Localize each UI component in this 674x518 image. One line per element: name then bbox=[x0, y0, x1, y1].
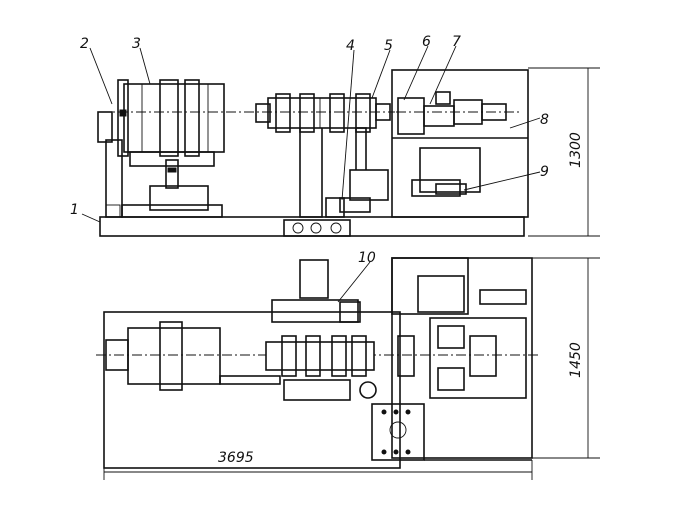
callout-2: 2 bbox=[80, 36, 89, 52]
dimension-height: 1300 bbox=[568, 132, 584, 168]
plan-view bbox=[96, 257, 540, 469]
drum-motor bbox=[117, 79, 225, 157]
callout-7: 7 bbox=[452, 34, 461, 50]
dimension-length: 3695 bbox=[218, 450, 254, 466]
plan-base bbox=[103, 311, 401, 469]
callout-5: 5 bbox=[384, 38, 393, 54]
callout-8: 8 bbox=[540, 112, 549, 128]
callout-9: 9 bbox=[540, 164, 549, 180]
control-cabinet bbox=[391, 69, 529, 218]
spindle-head bbox=[255, 93, 391, 133]
side-elevation-view bbox=[97, 69, 529, 237]
callout-1: 1 bbox=[70, 202, 79, 218]
callout-leaders bbox=[81, 45, 541, 303]
dimension-width: 1450 bbox=[568, 342, 584, 378]
tooling-assembly bbox=[396, 91, 520, 135]
callout-10: 10 bbox=[358, 250, 376, 266]
callout-4: 4 bbox=[346, 38, 355, 54]
callout-3: 3 bbox=[132, 36, 141, 52]
dimension-lines bbox=[103, 67, 600, 480]
callout-6: 6 bbox=[422, 34, 431, 50]
control-panel bbox=[371, 403, 425, 461]
